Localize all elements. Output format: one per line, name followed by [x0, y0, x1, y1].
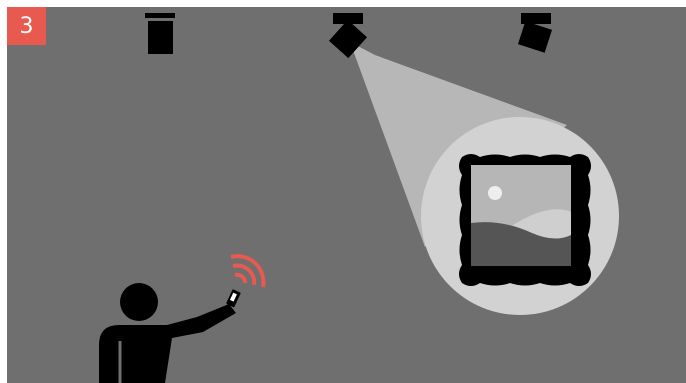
person-silhouette-icon	[99, 283, 236, 383]
illustration-stage: 3	[7, 7, 686, 383]
ceiling-light-1-icon[interactable]	[145, 13, 175, 54]
wireless-signal-icon	[231, 256, 263, 287]
gallery-scene	[7, 7, 686, 383]
framed-painting-icon	[459, 154, 591, 286]
step-number-badge: 3	[7, 7, 46, 45]
person-head	[120, 283, 158, 321]
ceiling-light-3-icon[interactable]	[518, 13, 552, 53]
painting-sun	[488, 186, 502, 200]
step-number: 3	[20, 14, 34, 39]
